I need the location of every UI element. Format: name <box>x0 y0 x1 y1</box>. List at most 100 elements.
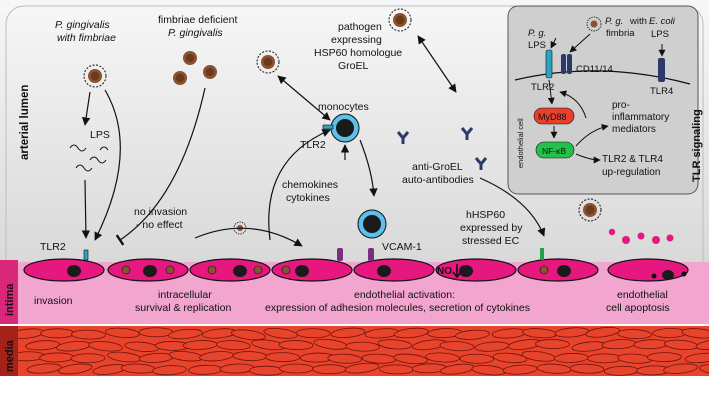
pathogen-title-1: pathogen <box>338 21 382 33</box>
tlr2-mono-label: TLR2 <box>300 139 326 151</box>
smooth-muscle-cell <box>455 329 490 340</box>
smooth-muscle-cell <box>646 352 682 363</box>
smooth-muscle-cell <box>312 364 347 375</box>
nuclei <box>67 265 674 280</box>
smooth-muscle-cell <box>393 353 429 365</box>
pg-fimbriae-title-1: P. gingivalis <box>55 19 110 31</box>
tlr2-receptor <box>83 249 89 261</box>
chemokines-label: chemokines <box>282 179 338 191</box>
smooth-muscle-cell <box>152 365 187 376</box>
tlr-signaling-box: TLR signaling endothelial cell P. g. LPS… <box>507 5 703 195</box>
anti-groel-1: anti-GroEL <box>412 161 463 173</box>
smooth-muscle-cell <box>681 328 709 339</box>
smooth-muscle-cell <box>26 363 62 374</box>
cytokines-label: cytokines <box>286 192 330 204</box>
apoptotic-blebs <box>608 228 674 244</box>
smooth-muscle-cell <box>278 340 314 350</box>
media-tab <box>0 326 18 376</box>
smooth-muscle-cell <box>88 341 123 352</box>
tlr-pg-fimbria: P. g. <box>605 16 623 27</box>
hsp60-marker <box>540 248 544 260</box>
reg-label-1: TLR2 & TLR4 <box>602 154 663 165</box>
smooth-muscle-cell <box>377 339 413 350</box>
smooth-muscle-cell <box>345 341 381 352</box>
smooth-muscle-cell <box>263 327 298 339</box>
smooth-muscle-cell <box>459 353 495 364</box>
smooth-muscle-cell <box>231 329 266 341</box>
smooth-muscle-cell <box>569 363 605 374</box>
pg-fimbriae-bacterium <box>83 64 107 88</box>
tlr-signaling-title: TLR signaling <box>691 109 703 182</box>
pathogen-title-3: HSP60 homologue <box>314 47 402 59</box>
deficient-title-2: P. gingivalis <box>168 27 223 39</box>
lumen-label: arterial lumen <box>19 85 31 160</box>
intracellular-2: survival & replication <box>135 302 231 314</box>
monocytes-label: monocytes <box>318 101 369 113</box>
smooth-muscle-cell <box>70 353 106 364</box>
monocyte-top <box>322 113 360 143</box>
tlr-box-bacterium <box>586 16 602 32</box>
tlr-tlr2-label: TLR2 <box>531 82 554 93</box>
tlr4-receptor <box>658 58 665 82</box>
apoptosis-1: endothelial <box>617 289 668 301</box>
pro-label-3: mediators <box>612 124 656 135</box>
smooth-muscle-cell <box>652 328 688 338</box>
anti-groel-2: auto-antibodies <box>402 174 474 186</box>
cd-receptor <box>567 54 572 74</box>
vcam-receptor <box>337 248 343 261</box>
smooth-muscle-cell <box>684 352 709 364</box>
intima-label: intima <box>4 283 16 316</box>
antibodies <box>396 127 488 170</box>
no-label: NO <box>437 266 452 277</box>
smooth-muscle-cell <box>138 327 174 338</box>
vcam-label: VCAM-1 <box>382 241 422 253</box>
pathogen-bacterium <box>388 8 412 32</box>
tlr-fimbria: fimbria <box>606 28 635 39</box>
pro-label-2: inflammatory <box>612 112 669 123</box>
smooth-muscle-cell <box>40 328 75 339</box>
smooth-muscle-cell <box>344 362 380 374</box>
myd88-label: MyD88 <box>538 112 567 122</box>
media-smooth-muscle-cells <box>9 326 709 376</box>
reg-label-2: up-regulation <box>602 167 660 178</box>
smooth-muscle-cell <box>585 326 620 338</box>
no-invasion-1: no invasion <box>134 206 187 218</box>
hhsp-1: hHSP60 <box>466 209 505 221</box>
pathogen-title-4: GroEL <box>338 60 369 72</box>
tlr-pg-label: P. g. <box>528 28 546 39</box>
smooth-muscle-cell <box>617 329 652 339</box>
endothelial-cell-label: endothelial cell <box>516 118 525 168</box>
media-label: media <box>4 339 16 372</box>
nfkb-label: NF-κB <box>542 146 566 156</box>
smooth-muscle-cell <box>295 328 331 339</box>
tlr-lps-left: LPS <box>528 40 546 51</box>
monocyte-bottom <box>357 209 387 239</box>
smooth-muscle-cell <box>57 363 93 375</box>
lps-molecules <box>69 144 109 172</box>
invasion-label: invasion <box>34 295 73 307</box>
smooth-muscle-cell <box>249 365 284 376</box>
tlr-with: with <box>629 16 647 27</box>
vcam-receptor <box>368 248 374 261</box>
tlr-cd-label: CD11/14 <box>576 64 613 75</box>
smooth-muscle-cell <box>379 364 414 375</box>
hhsp-2: expressed by <box>460 222 523 234</box>
smooth-muscle-cell <box>492 352 528 364</box>
nfkb-node <box>535 141 575 159</box>
intima-tab <box>0 260 18 324</box>
smooth-muscle-cell <box>699 364 709 376</box>
hhsp-3: stressed EC <box>462 235 520 247</box>
smooth-muscle-cell <box>695 339 709 350</box>
bacterium-near-monocyte <box>256 50 280 74</box>
endothelial-cell <box>607 258 689 282</box>
endothelial-cell <box>353 258 435 282</box>
smooth-muscle-cell <box>663 363 698 374</box>
no-down-arrow <box>452 264 462 279</box>
smooth-muscle-cell <box>439 341 475 352</box>
pro-label-1: pro- <box>612 100 630 111</box>
smooth-muscle-cell <box>105 327 140 338</box>
intracellular-1: intracellular <box>158 289 212 301</box>
pathogen-title-2: expressing <box>331 34 382 46</box>
tlr-lps-right: LPS <box>651 29 669 40</box>
